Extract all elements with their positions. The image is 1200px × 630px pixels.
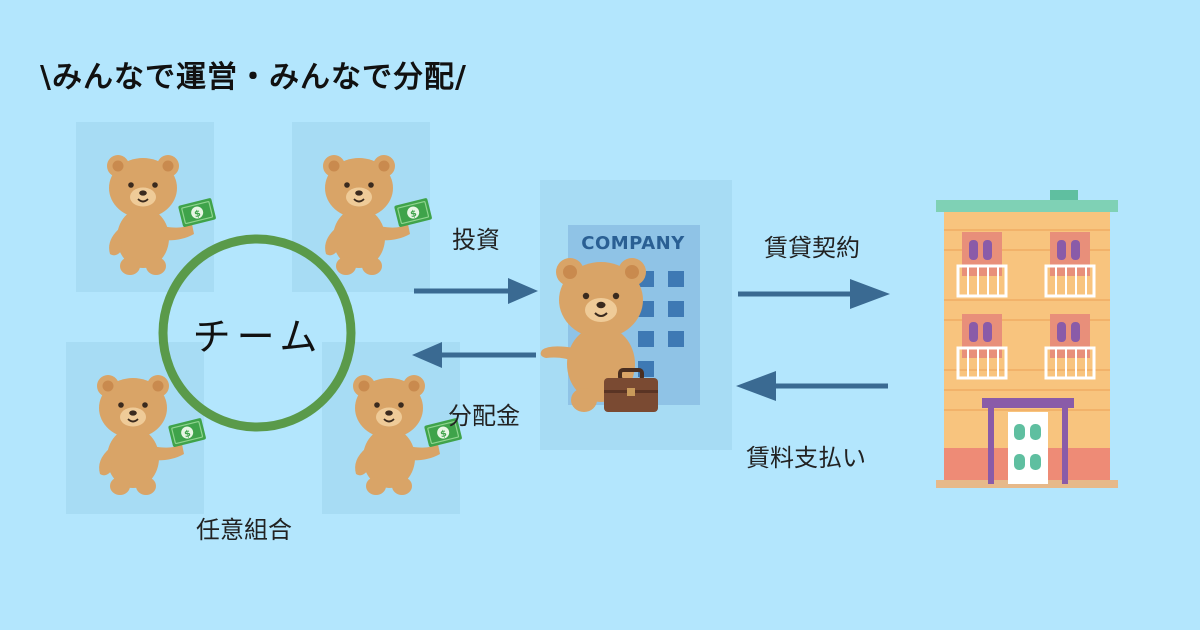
bear-investor-icon: $ [353,375,462,495]
rent-arrow-icon [736,371,888,401]
distribution-label: 分配金 [448,402,520,430]
team-circle [158,234,356,432]
lease-arrow-icon [738,279,890,309]
company-sign: COMPANY [581,233,685,254]
distribution-arrow-icon [412,342,536,368]
svg-text:$: $ [409,209,417,220]
team-label: チーム [192,315,324,359]
svg-text:$: $ [183,429,191,440]
team-caption: 任意組合 [196,516,292,544]
bear-investor-icon: $ [97,375,206,495]
bear-investor-icon: $ [107,155,216,275]
svg-text:$: $ [439,429,447,440]
lease-contract-label: 賃貸契約 [764,234,860,262]
page-title: \みんなで運営・みんなで分配/ [40,60,467,95]
invest-label: 投資 [452,226,500,254]
rent-payment-label: 賃料支払い [746,444,866,472]
bear-investor-icon: $ [323,155,432,275]
apartment-building-icon [936,190,1118,488]
invest-arrow-icon [414,278,538,304]
briefcase-icon [604,368,658,412]
svg-text:$: $ [193,209,201,220]
